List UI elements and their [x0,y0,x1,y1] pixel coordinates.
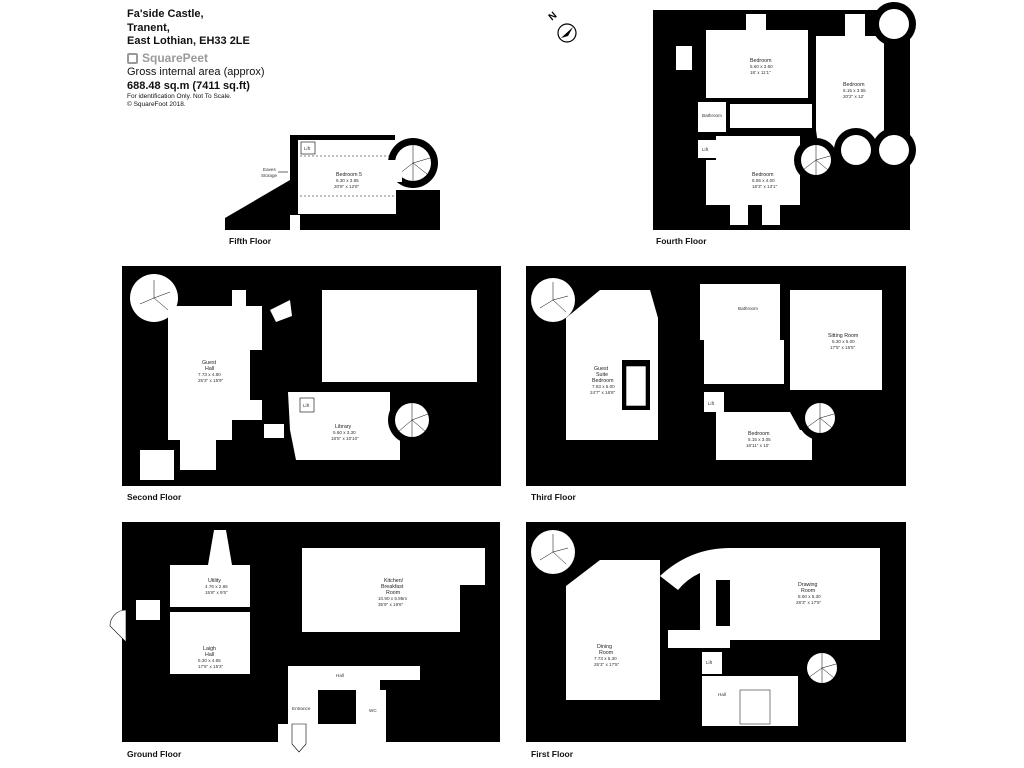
compass-north-label: N [547,10,560,23]
fourth-floor-plan: Bedroom 5.60 x 3.60 18' x 11'1" Bedroom … [653,2,916,230]
guest-hall-name: Guest [202,360,217,366]
ff-hall-label: Hall [718,692,726,697]
bedroom5-imperial: 20'8" x 12'8" [334,184,360,189]
kitchen-metric: 10.90 x 5.95m [378,596,407,601]
brand-logo: SquarePeet [127,50,265,66]
utility-imperial: 15'8" x 9'5" [205,590,228,595]
laigh-name: Laigh [203,646,216,652]
sf-lift-label: Lift [303,403,310,408]
brand-square-icon [127,52,138,64]
f4-bed3-imperial: 18'3" x 13'1" [752,184,778,189]
svg-text:Hall: Hall [205,366,214,372]
label-fourth-floor: Fourth Floor [656,236,707,246]
kitchen-name: Kitchen/ [384,578,404,584]
label-ground-floor: Ground Floor [127,749,182,759]
guest-suite-name: Guest [594,366,609,372]
label-second-floor: Second Floor [127,492,182,502]
tf-bath-label: Bathroom [738,306,758,311]
library-metric: 5.60 x 3.30 [333,430,356,435]
svg-text:Room: Room [386,590,401,596]
label-fifth-floor: Fifth Floor [229,236,272,246]
utility-metric: 4.76 x 2.86 [205,584,228,589]
library-name: Library [335,424,352,430]
guest-suite-imperial: 24'7" x 16'8" [590,390,616,395]
fifth-lift-label: Lift [304,146,311,151]
svg-text:Room: Room [599,650,614,656]
disclaimer-1: For identification Only. Not To Scale. [127,93,232,100]
f4-bed1-metric: 5.60 x 3.60 [750,64,773,69]
sitting-metric: 5.30 x 5.00 [832,339,855,344]
bedroom5-name: Bedroom 5 [336,172,362,178]
f4-bed2-metric: 6.15 x 3.65 [843,88,866,93]
second-floor-plan: Guest Hall 7.73 x 4.80 25'3" x 15'9" Lif… [122,266,501,486]
sitting-imperial: 17'5" x 16'5" [830,345,856,350]
guest-hall-metric: 7.73 x 4.80 [198,372,221,377]
dining-name: Dining [597,644,612,650]
svg-text:Hall: Hall [205,652,214,658]
tf-lift-label: Lift [708,401,715,406]
bedroom5-metric: 6.30 x 3.85 [336,178,359,183]
eaves-storage-label: Eaves [263,167,276,172]
property-header: Fa'side Castle, Tranent, East Lothian, E… [127,8,265,109]
svg-text:Room: Room [801,588,816,594]
dining-imperial: 25'3" x 17'5" [594,662,620,667]
laigh-imperial: 17'5" x 15'3" [198,664,224,669]
f4-bed2-imperial: 20'2" x 12' [843,94,864,99]
svg-text:Breakfast: Breakfast [381,584,404,590]
ff-lift-label: Lift [706,660,713,665]
svg-text:Suite: Suite [596,372,608,378]
drawing-imperial: 28'3" x 17'5" [796,600,822,605]
first-floor-plan: Dining Room 7.73 x 5.30 25'3" x 17'5" Dr… [526,522,906,742]
f4-bed1-imperial: 18' x 11'1" [750,70,771,75]
laigh-metric: 5.30 x 4.65 [198,658,221,663]
label-first-floor: First Floor [531,749,574,759]
gf-entrance-label: Entrance [292,706,311,711]
guest-suite-metric: 7.63 x 5.00 [592,384,615,389]
area-caption: Gross internal area (approx) [127,66,265,78]
gf-wc-label: WC [369,708,377,713]
tf-bed-name: Bedroom [748,431,770,437]
sitting-name: Sitting Room [828,333,859,339]
third-floor-plan: Guest Suite Bedroom 7.63 x 5.00 24'7" x … [526,266,906,486]
f4-bed2-name: Bedroom [843,82,865,88]
tf-bed-metric: 5.15 x 3.05 [748,437,771,442]
f4-bed1-name: Bedroom [750,58,772,64]
f4-lift-label: Lift [702,147,709,152]
compass-icon: N [547,10,577,43]
dining-metric: 7.73 x 5.30 [594,656,617,661]
gf-hall-label: Hall [336,673,344,678]
area-value: 688.48 sq.m (7411 sq.ft) [127,79,250,92]
drawing-metric: 8.60 x 5.30 [798,594,821,599]
svg-text:Storage: Storage [261,173,278,178]
label-third-floor: Third Floor [531,492,576,502]
utility-name: Utility [208,578,221,584]
svg-text:Bedroom: Bedroom [592,378,614,384]
fifth-floor-plan: Lift Eaves Storage Bedroom 5 6.30 x 3.85… [225,135,440,230]
disclaimer-2: © SquareFoot 2018. [127,101,186,108]
ground-floor-plan: Utility 4.76 x 2.86 15'8" x 9'5" Laigh H… [109,522,500,753]
guest-hall-imperial: 25'3" x 15'9" [198,378,224,383]
kitchen-imperial: 35'9" x 19'6" [378,602,404,607]
address-line-1: Fa'side Castle, [127,8,204,20]
f4-bed3-name: Bedroom [752,172,774,178]
f4-bath-label: Bathroom [702,113,722,118]
f4-bed3-metric: 5.55 x 4.00 [752,178,775,183]
drawing-name: Drawing [798,582,817,588]
address-line-2: Tranent, [127,21,170,34]
tf-bed-imperial: 16'11" x 10' [746,443,769,448]
address-line-3: East Lothian, EH33 2LE [127,35,250,47]
library-imperial: 18'5" x 10'10" [331,436,359,441]
brand-name: SquarePeet [142,50,209,65]
